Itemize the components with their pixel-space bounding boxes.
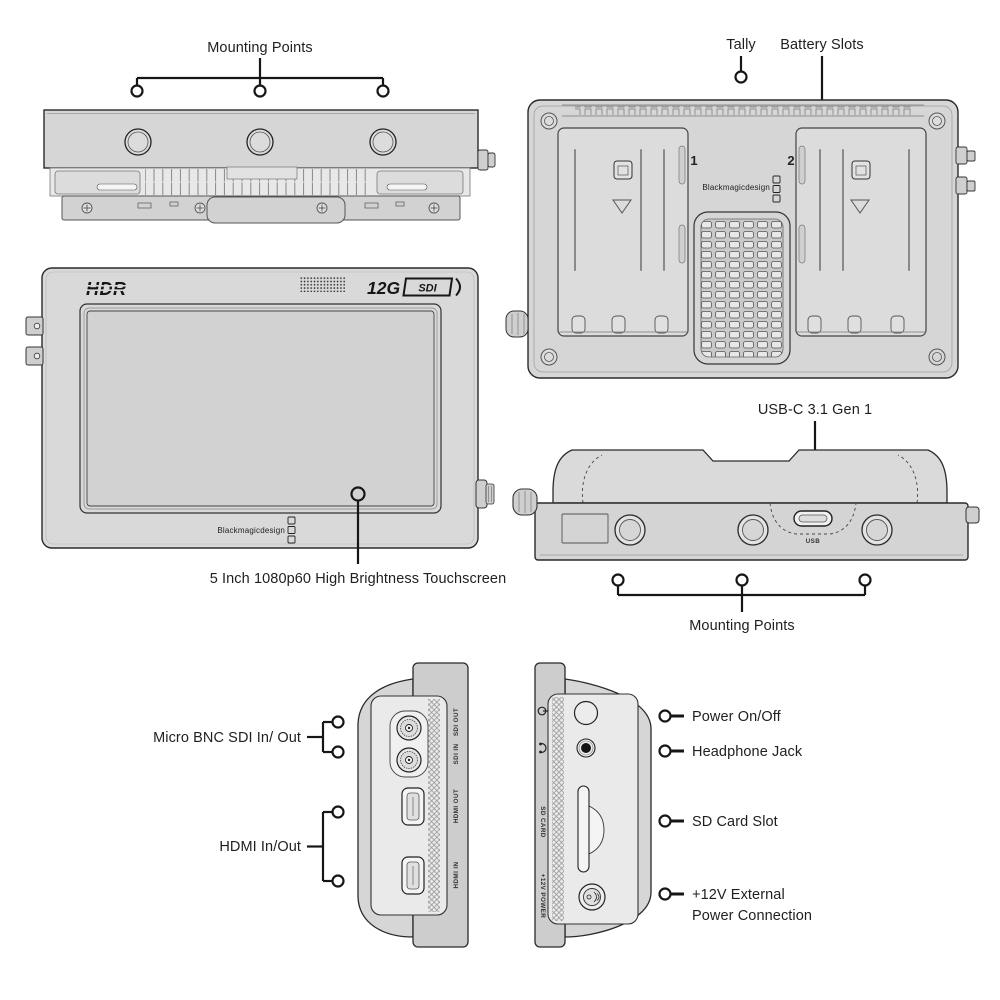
rear-right-connector-stubs bbox=[955, 146, 976, 195]
micro-bnc-label: Micro BNC SDI In/ Out bbox=[153, 730, 301, 746]
tally-vent-strip bbox=[575, 106, 911, 115]
battery-arrow-2 bbox=[850, 199, 870, 214]
touchscreen[interactable] bbox=[86, 310, 435, 507]
12g-sdi-badge: 12G SDI bbox=[367, 277, 461, 298]
12v-power-port[interactable] bbox=[578, 883, 606, 911]
bottom-left-end-cap bbox=[512, 488, 538, 516]
side-connector-stub bbox=[477, 149, 489, 171]
bottom-lid bbox=[552, 449, 948, 504]
front-left-sdi-stubs bbox=[25, 316, 44, 366]
battery-latch-2 bbox=[851, 160, 871, 180]
mounting-point-callout-circle bbox=[376, 84, 390, 98]
touchscreen-label: 5 Inch 1080p60 High Brightness Touchscre… bbox=[210, 571, 507, 587]
hdmi-label: HDMI In/Out bbox=[219, 839, 301, 855]
blackmagic-logo-icon bbox=[772, 175, 781, 203]
hdmi-out-port[interactable] bbox=[401, 787, 425, 826]
ext-power-label-line1: +12V External bbox=[692, 887, 785, 903]
headphone-callout: Headphone Jack bbox=[658, 744, 803, 760]
usb-label: USB-C 3.1 Gen 1 bbox=[758, 402, 872, 418]
mounting-point-callout-circle bbox=[611, 573, 625, 587]
bottom-mounting-threads bbox=[614, 514, 893, 546]
micro-bnc-sdi-in-port[interactable] bbox=[396, 747, 422, 773]
battery-slot-number-1: 1 bbox=[690, 153, 697, 168]
mounting-point-callout-circle bbox=[735, 573, 749, 587]
front-brand-text: Blackmagicdesign bbox=[217, 526, 285, 535]
sdi-out-port-label: SDI OUT bbox=[453, 708, 460, 736]
top-mounting-callout: Mounting Points bbox=[130, 40, 390, 98]
grip-texture bbox=[552, 697, 564, 921]
mounting-point-callout-circle bbox=[253, 84, 267, 98]
bottom-mounting-callout: Mounting Points bbox=[611, 573, 872, 634]
front-view: HDR 12G SDI Blackmagicdesign bbox=[25, 267, 507, 587]
power-button[interactable] bbox=[573, 700, 599, 726]
tally-callout-circle bbox=[734, 70, 748, 84]
bottom-mounting-label: Mounting Points bbox=[689, 618, 794, 634]
mounting-point-callout-circle bbox=[858, 573, 872, 587]
left-side-view: SDI OUT SDI IN HDMI OUT HDMI IN Micro BN… bbox=[153, 662, 469, 948]
usb-port-label: USB bbox=[806, 538, 821, 545]
headphone-jack-port[interactable] bbox=[576, 738, 596, 758]
battery-arrow-1 bbox=[612, 199, 632, 214]
ext-power-label-line2: Power Connection bbox=[692, 908, 812, 924]
touchscreen-callout: 5 Inch 1080p60 High Brightness Touchscre… bbox=[210, 486, 507, 587]
bottom-right-stub bbox=[965, 506, 980, 524]
sd-card-slot-port[interactable] bbox=[577, 785, 605, 873]
tally-callout: Tally bbox=[726, 37, 756, 84]
rear-brand-text: Blackmagicdesign bbox=[702, 183, 770, 192]
battery-slots-label: Battery Slots bbox=[780, 37, 864, 53]
rear-left-power-stub bbox=[505, 310, 529, 338]
hdmi-callout: HDMI In/Out bbox=[219, 805, 345, 888]
right-side-view: SD CARD +12V POWER Power On/Off Headphon… bbox=[534, 662, 812, 948]
ext-power-callout: +12V External Power Connection bbox=[658, 887, 812, 924]
bottom-view: USB-C 3.1 Gen 1 USB bbox=[512, 402, 980, 634]
micro-bnc-sdi-out-port[interactable] bbox=[396, 715, 422, 741]
top-mounting-threads bbox=[124, 128, 397, 156]
battery-latch-1 bbox=[613, 160, 633, 180]
battery-plate-2 bbox=[795, 127, 927, 337]
top-slot-left bbox=[96, 183, 138, 191]
headphone-icon bbox=[539, 742, 547, 754]
power-icon bbox=[537, 706, 549, 716]
power-callout: Power On/Off bbox=[658, 709, 782, 725]
12v-power-port-label: +12V POWER bbox=[539, 874, 546, 918]
headphone-label: Headphone Jack bbox=[692, 744, 803, 760]
sdi-badge-12g-text: 12G bbox=[367, 278, 400, 298]
sd-slot-label: SD Card Slot bbox=[692, 814, 778, 830]
top-view: Mounting Points bbox=[43, 40, 496, 224]
hdr-badge-text: HDR bbox=[86, 279, 127, 299]
mounting-point-callout-circle bbox=[130, 84, 144, 98]
front-right-power-stub bbox=[475, 479, 495, 509]
hdr-badge: HDR bbox=[84, 279, 128, 299]
battery-slot-number-2: 2 bbox=[787, 153, 794, 168]
power-label: Power On/Off bbox=[692, 709, 782, 725]
grip-texture bbox=[428, 699, 440, 912]
rear-corner-screws bbox=[540, 112, 946, 366]
hdmi-out-port-label: HDMI OUT bbox=[453, 789, 460, 823]
blackmagic-logo-icon bbox=[287, 516, 296, 544]
top-slot-right bbox=[386, 183, 428, 191]
micro-bnc-callout: Micro BNC SDI In/ Out bbox=[153, 715, 345, 759]
sdi-badge-sdi-text: SDI bbox=[418, 283, 437, 295]
screen-bezel bbox=[79, 303, 442, 514]
tally-label: Tally bbox=[726, 37, 756, 53]
top-mounting-label: Mounting Points bbox=[207, 40, 312, 56]
rear-view: Tally Battery Slots bbox=[505, 37, 976, 379]
sd-card-port-label: SD CARD bbox=[539, 806, 546, 838]
battery-plate-1 bbox=[557, 127, 689, 337]
sd-slot-callout: SD Card Slot bbox=[658, 814, 778, 830]
hdmi-in-port[interactable] bbox=[401, 856, 425, 895]
strip-screws bbox=[81, 201, 440, 214]
label-recess bbox=[561, 513, 609, 544]
hdmi-in-port-label: HDMI IN bbox=[453, 861, 460, 888]
speaker-grille-icon bbox=[299, 276, 345, 292]
usb-c-port[interactable] bbox=[793, 510, 833, 527]
sdi-in-port-label: SDI IN bbox=[453, 743, 460, 764]
